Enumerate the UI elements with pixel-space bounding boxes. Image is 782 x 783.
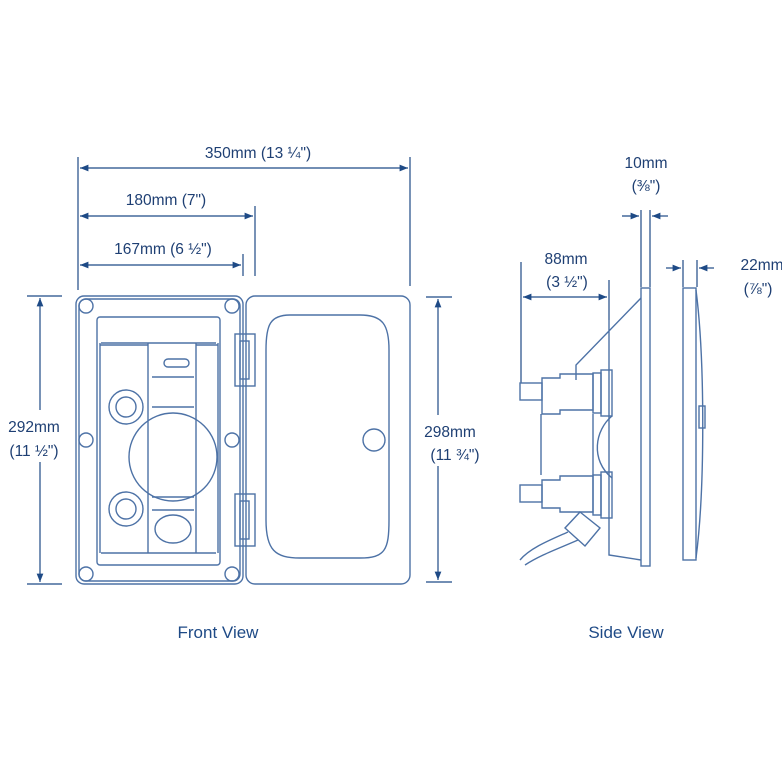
flange-mm: 10mm [624,155,667,172]
door-in: (⅞") [744,281,773,298]
flange-in: (⅜") [632,178,661,195]
side-view-drawing [519,287,706,567]
door-mm: 22mm [740,257,782,274]
front-view-caption: Front View [178,623,260,642]
height-left-mm: 292mm [8,419,60,436]
height-left-in: (11 ½") [9,443,58,460]
side-view-caption: Side View [588,623,664,642]
height-right-mm: 298mm [424,424,476,441]
hinge-width-label: 180mm (7") [126,192,206,209]
depth-mm: 88mm [544,251,587,268]
side-dimensions: 10mm (⅜") 88mm (3 ½") 22mm (⅞") [520,155,782,383]
height-right-in: (11 ¾") [430,447,479,464]
front-dimensions: 350mm (13 ¼") 180mm (7") 167mm (6 ½") 29… [8,145,480,585]
front-view-drawing [75,295,411,585]
latch-icon [362,428,386,452]
overall-width-label: 350mm (13 ¼") [205,145,311,162]
depth-in: (3 ½") [546,274,588,291]
door [245,295,411,585]
cutout-width-label: 167mm (6 ½") [114,241,212,258]
